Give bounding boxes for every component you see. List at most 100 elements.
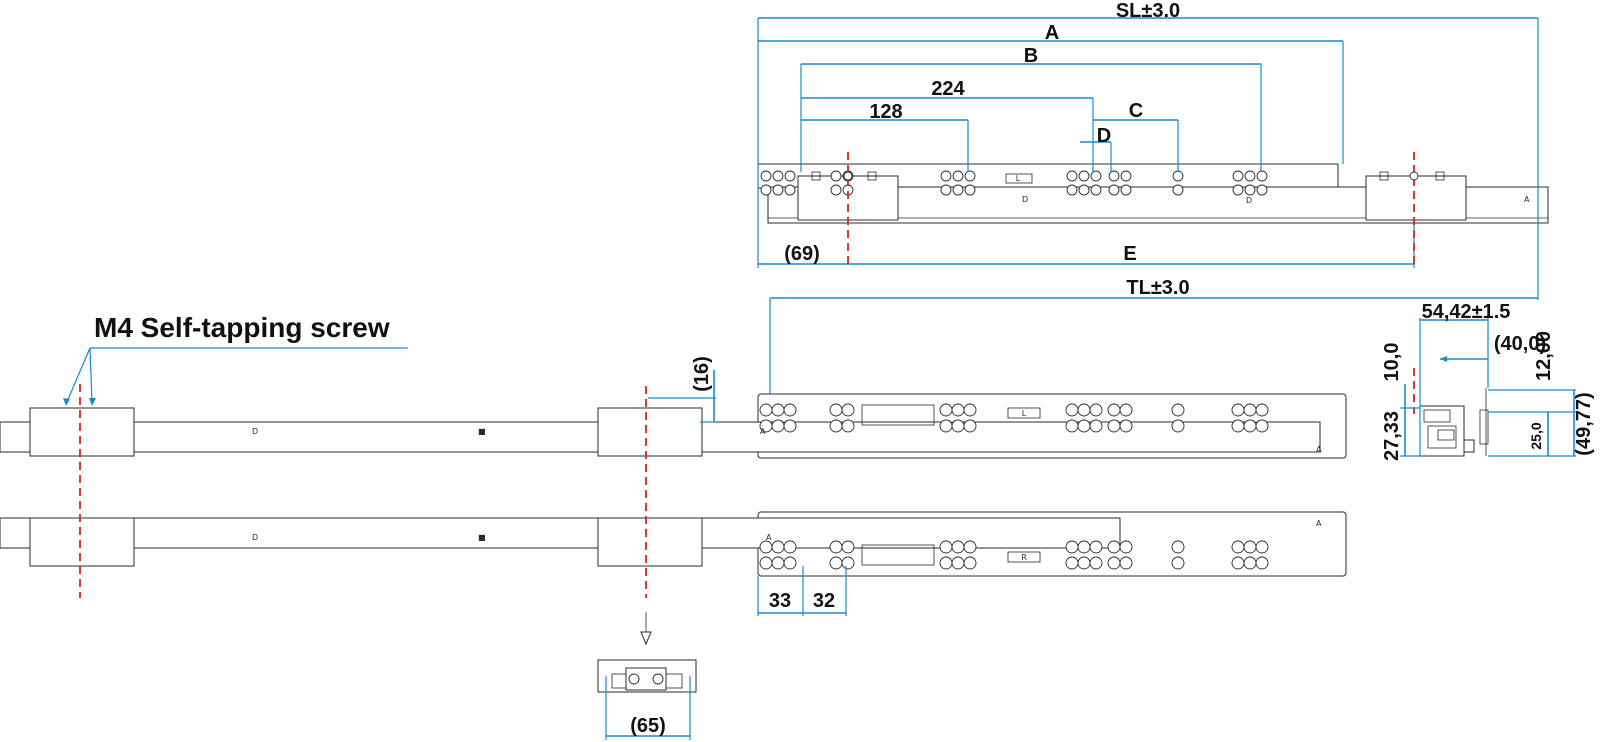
mounting-hole xyxy=(963,540,977,554)
mounting-hole xyxy=(951,403,965,417)
svg-text:L: L xyxy=(1022,409,1027,418)
mounting-hole xyxy=(783,556,797,570)
mounting-hole xyxy=(772,170,784,182)
svg-text:L: L xyxy=(1016,174,1021,183)
mounting-hole xyxy=(783,540,797,554)
mounting-hole xyxy=(1108,184,1120,196)
mounting-hole xyxy=(1077,556,1091,570)
svg-text:D: D xyxy=(1246,196,1252,205)
mounting-hole xyxy=(951,540,965,554)
mounting-hole xyxy=(1065,540,1079,554)
mounting-hole xyxy=(1107,403,1121,417)
dim-h12: 12,00 xyxy=(1533,331,1555,381)
mounting-hole xyxy=(1077,403,1091,417)
mounting-hole xyxy=(1107,556,1121,570)
mounting-hole xyxy=(1077,419,1091,433)
mounting-hole xyxy=(784,170,796,182)
mounting-hole xyxy=(1089,556,1103,570)
mounting-hole xyxy=(1243,556,1257,570)
dim-16-group: (16) xyxy=(648,356,716,423)
svg-text:A: A xyxy=(760,427,766,436)
mounting-hole xyxy=(964,184,976,196)
dim-tl: TL±3.0 xyxy=(1126,277,1189,299)
top-view: L D D A xyxy=(757,163,1549,224)
svg-text:A: A xyxy=(1316,519,1322,528)
dim-224: 224 xyxy=(931,78,965,100)
mounting-hole xyxy=(951,556,965,570)
dim-65: (65) xyxy=(630,715,666,737)
mounting-hole xyxy=(1089,419,1103,433)
svg-text:D: D xyxy=(252,427,258,436)
svg-text:A: A xyxy=(1316,445,1322,454)
mounting-hole xyxy=(1107,540,1121,554)
mounting-hole xyxy=(1231,540,1245,554)
mounting-hole xyxy=(1231,403,1245,417)
mounting-hole xyxy=(1172,170,1184,182)
mounting-hole xyxy=(759,556,773,570)
mounting-hole xyxy=(829,540,843,554)
mounting-hole xyxy=(963,556,977,570)
dim-e: E xyxy=(1123,243,1136,265)
mounting-hole xyxy=(830,184,842,196)
rear-bracket xyxy=(1365,175,1467,221)
svg-text:D: D xyxy=(252,533,258,542)
mounting-hole xyxy=(1171,540,1185,554)
mounting-hole xyxy=(760,184,772,196)
mounting-hole xyxy=(1090,184,1102,196)
mounting-hole xyxy=(963,419,977,433)
mounting-hole xyxy=(829,419,843,433)
screw-callout: M4 Self-tapping screw xyxy=(63,312,408,406)
mounting-hole xyxy=(964,170,976,182)
dim-section-offset: (40,0) xyxy=(1494,333,1546,355)
mounting-hole xyxy=(951,419,965,433)
mounting-hole xyxy=(1089,540,1103,554)
mounting-hole xyxy=(1078,184,1090,196)
svg-text:■: ■ xyxy=(478,427,486,436)
mounting-hole xyxy=(1255,419,1269,433)
svg-text:■: ■ xyxy=(478,533,486,542)
mounting-hole xyxy=(1119,540,1133,554)
mounting-hole xyxy=(1065,419,1079,433)
dim-a: A xyxy=(1045,22,1059,44)
mounting-hole xyxy=(1120,170,1132,182)
mounting-hole xyxy=(1244,184,1256,196)
upper-left-bracket xyxy=(29,407,135,457)
dim-section-width: 54,42±1.5 xyxy=(1422,301,1511,323)
lower-mid-bracket xyxy=(597,517,703,567)
cross-section: 54,42±1.5 (40,0) 10,0 27,33 12,00 25,0 (… xyxy=(1381,301,1595,461)
mounting-hole xyxy=(939,403,953,417)
mounting-hole xyxy=(1090,170,1102,182)
screw-callout-label: M4 Self-tapping screw xyxy=(94,312,390,343)
mounting-hole xyxy=(1065,556,1079,570)
mounting-hole xyxy=(1243,403,1257,417)
mounting-hole xyxy=(1089,403,1103,417)
mounting-hole xyxy=(1255,540,1269,554)
dim-sl: SL±3.0 xyxy=(1116,0,1180,22)
dim-h2733: 27,33 xyxy=(1381,411,1403,461)
mounting-hole xyxy=(1232,170,1244,182)
bracket-detail: (65) xyxy=(597,612,697,740)
dim-d: D xyxy=(1097,125,1111,147)
mounting-hole xyxy=(952,184,964,196)
dim-h4977: (49,77) xyxy=(1573,392,1595,455)
svg-text:A: A xyxy=(1524,195,1530,204)
mounting-hole xyxy=(1077,540,1091,554)
mounting-hole xyxy=(1119,403,1133,417)
mounting-hole xyxy=(1066,170,1078,182)
svg-text:A: A xyxy=(766,533,772,542)
svg-text:D: D xyxy=(1022,195,1028,204)
top-hole-pattern xyxy=(760,170,1268,196)
mounting-hole xyxy=(1232,184,1244,196)
svg-text:R: R xyxy=(1021,553,1027,562)
mounting-hole xyxy=(829,403,843,417)
mounting-hole xyxy=(939,419,953,433)
dim-c: C xyxy=(1129,100,1143,122)
mounting-hole xyxy=(759,403,773,417)
extended-slide-upper: L D ■ A A xyxy=(0,393,1347,459)
mounting-hole xyxy=(1065,403,1079,417)
mounting-hole xyxy=(1171,419,1185,433)
extended-slide-lower: R D ■ A A xyxy=(0,511,1347,577)
mounting-hole xyxy=(841,419,855,433)
mounting-hole xyxy=(1244,170,1256,182)
